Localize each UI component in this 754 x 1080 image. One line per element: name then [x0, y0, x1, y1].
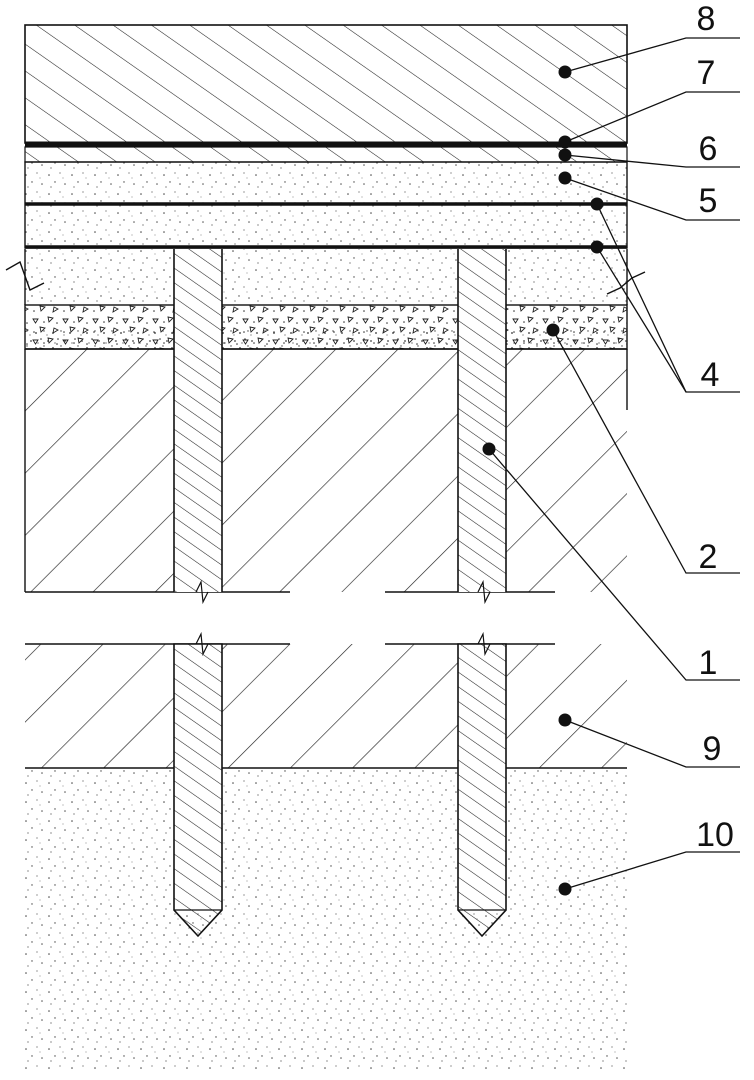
callout-label-1: 1 [699, 644, 718, 682]
layer-2-gravel [24, 304, 628, 350]
callout-label-9: 9 [703, 730, 722, 768]
layer-6-thin-layer [24, 146, 628, 163]
depth-break-gap [0, 591, 754, 645]
callout-label-4: 4 [701, 356, 720, 394]
callout-label-6: 6 [699, 130, 718, 168]
callout-label-10: 10 [696, 816, 734, 854]
break-symbol-right [606, 271, 646, 295]
pile-left [173, 249, 223, 938]
break-symbol-left [5, 260, 45, 291]
layer-9-soil-lower [25, 644, 627, 769]
fill-zone [24, 249, 628, 305]
callout-label-8: 8 [697, 0, 716, 38]
pile-right [457, 249, 507, 938]
callout-dots [482, 65, 604, 896]
layer-10-bearing-stratum [25, 769, 627, 1069]
callout-label-5: 5 [699, 182, 718, 220]
layer-4-reinforcement-lines [25, 202, 627, 249]
callouts [488, 37, 740, 890]
layer-8-top-slab [24, 24, 628, 144]
callout-label-2: 2 [699, 538, 718, 576]
callout-label-7: 7 [697, 54, 716, 92]
layer-9-soil-upper [24, 348, 628, 592]
